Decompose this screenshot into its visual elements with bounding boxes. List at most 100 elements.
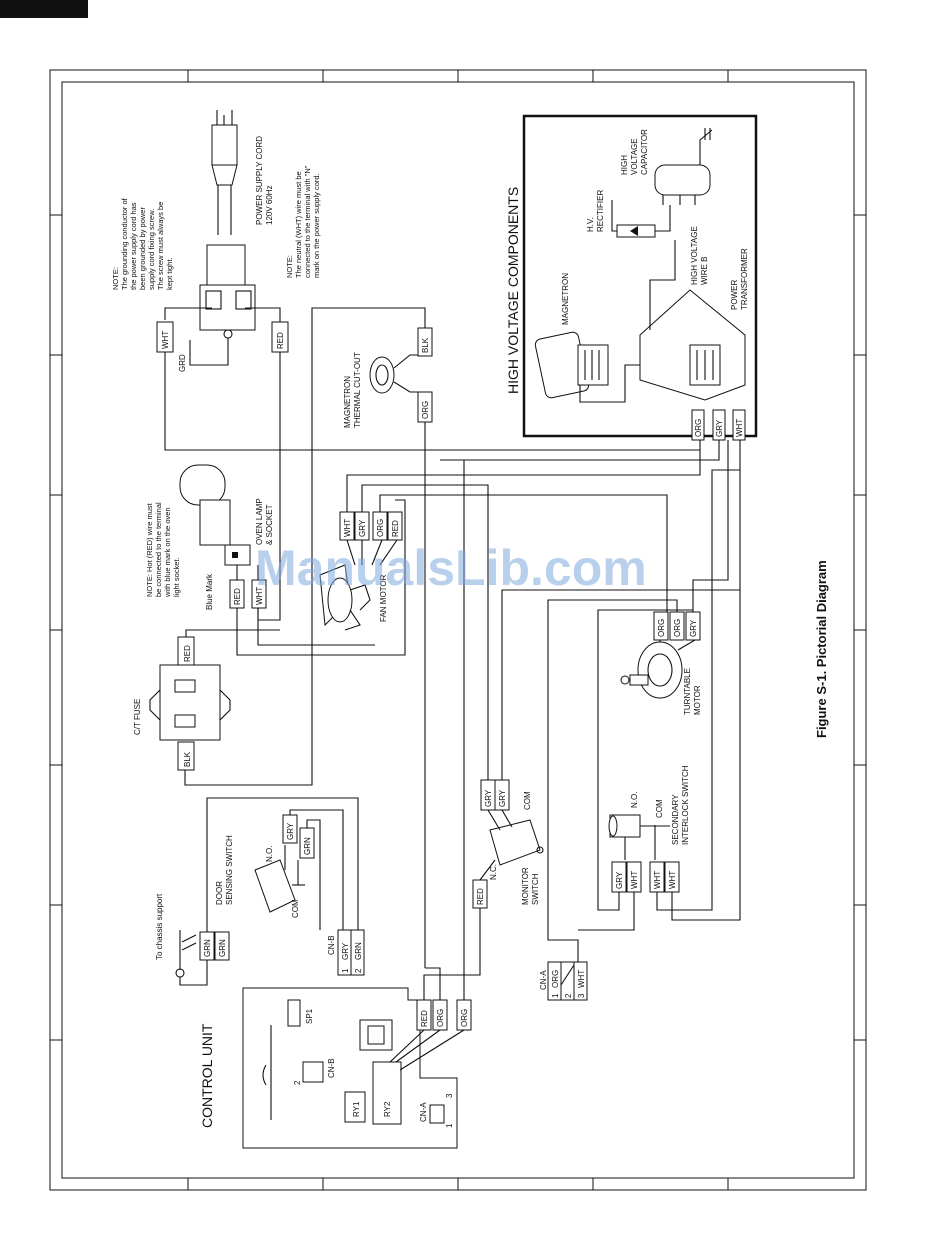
svg-text:2: 2 (293, 1080, 302, 1085)
hv-gry-wire (440, 440, 720, 461)
fan-wht-wire (346, 450, 701, 512)
secondary-no-label: N.O. (630, 792, 639, 808)
power-transformer-label-1: POWER (730, 280, 739, 310)
door-switch-label-2: SENSING SWITCH (225, 835, 234, 905)
svg-text:WHT: WHT (343, 519, 352, 537)
oven-lamp-drawing (179, 464, 259, 580)
secondary-switch-drawing (608, 814, 670, 860)
thermal-cutout-label-2: THERMAL CUT-OUT (353, 352, 362, 428)
svg-text:3: 3 (577, 993, 586, 998)
svg-text:WHT: WHT (255, 587, 264, 605)
fan-org-wire (379, 494, 668, 615)
svg-text:supply cord fixing screw.: supply cord fixing screw. (147, 209, 156, 290)
svg-text:CN-B: CN-B (327, 935, 336, 955)
svg-text:been grounded by power: been grounded by power (138, 207, 147, 290)
svg-text:GRN: GRN (303, 837, 312, 855)
watermark: ManualsLib.com (255, 540, 647, 596)
hot-note: NOTE: Hot (RED) wire must be connected t… (145, 502, 181, 598)
svg-text:ORG: ORG (376, 519, 385, 537)
cn-a-connector: CN-A 1 ORG 2 3 WHT (539, 961, 588, 1001)
fan-tags: WHT GRY ORG RED (339, 511, 403, 541)
svg-text:GRY: GRY (615, 871, 624, 889)
ct-fuse-drawing (149, 664, 231, 741)
hv-capacitor-label-1: HIGH (620, 155, 629, 175)
svg-text:The screw must always be: The screw must always be (156, 202, 165, 290)
fuse-tags: RED BLK (177, 636, 195, 771)
svg-text:BLK: BLK (421, 337, 430, 353)
hv-wire-label-2: WIRE B (700, 257, 709, 285)
monitor-switch-label-2: SWITCH (531, 873, 540, 905)
svg-text:ORG: ORG (436, 1009, 445, 1027)
svg-text:CN-A: CN-A (539, 970, 548, 990)
hv-capacitor-label-3: CAPACITOR (640, 129, 649, 175)
svg-text:ORG: ORG (657, 619, 666, 637)
power-transformer-label-2: TRANSFORMER (740, 248, 749, 310)
hv-wire-label-1: HIGH VOLTAGE (690, 226, 699, 285)
door-com-label: COM (291, 899, 300, 918)
control-unit-board (242, 987, 458, 1149)
svg-text:GRY: GRY (341, 942, 350, 960)
chassis-tags: GRN GRN (199, 931, 230, 961)
blk-wire (184, 307, 426, 786)
fan-motor-drawing (319, 539, 398, 631)
svg-text:GRY: GRY (286, 822, 295, 840)
fan-motor-label: FAN MOTOR (379, 574, 388, 622)
svg-text:NOTE: Hot (RED) wire must: NOTE: Hot (RED) wire must (145, 502, 154, 597)
svg-text:the power supply cord has: the power supply cord has (129, 202, 138, 290)
fuse-red-wire (185, 629, 280, 637)
svg-text:GRY: GRY (715, 419, 724, 437)
monitor-switch-label-1: MONITOR (521, 867, 530, 905)
svg-text:ORG: ORG (673, 619, 682, 637)
svg-text:GRN: GRN (203, 939, 212, 957)
page-corner-tab (0, 0, 88, 18)
svg-text:WHT: WHT (653, 871, 662, 889)
ry2-red-lead (389, 1029, 425, 1063)
door-switch-label-1: DOOR (215, 881, 224, 905)
thermal-cutout-drawing (369, 354, 425, 394)
svg-text:ORG: ORG (460, 1009, 469, 1027)
svg-text:RED: RED (276, 332, 285, 349)
secondary-switch-label-1: SECONDARY (671, 794, 680, 845)
thermal-cutout-tags: BLK ORG (417, 327, 433, 423)
svg-text:GRN: GRN (218, 939, 227, 957)
secondary-switch-label-2: INTERLOCK SWITCH (681, 765, 690, 845)
neutral-note: NOTE: The neutral (WHT) wire must be con… (285, 165, 321, 278)
frame-ticks (50, 70, 866, 1190)
hv-wht-wire (501, 440, 741, 780)
ctrl-org-wire-2 (440, 459, 465, 1000)
svg-text:RED: RED (233, 588, 242, 605)
svg-text:ORG: ORG (694, 419, 703, 437)
svg-text:ORG: ORG (421, 401, 430, 419)
ry2-org-lead-2 (399, 1029, 465, 1071)
svg-text:mark on the power supply cord.: mark on the power supply cord. (312, 173, 321, 278)
secondary-tags: GRY WHT WHT WHT (611, 861, 680, 893)
power-cord-label: POWER SUPPLY CORD (255, 136, 264, 225)
power-cord-drawing (199, 110, 256, 339)
oven-lamp-label-1: OVEN LAMP (255, 498, 264, 545)
svg-text:GRY: GRY (498, 789, 507, 807)
svg-text:with blue mark on the oven: with blue mark on the oven (163, 507, 172, 598)
door-tags: GRY GRN (282, 814, 315, 859)
power-transformer-drawing (639, 240, 746, 401)
control-unit-parts: SP1 2 CN-B RY1 RY2 CN-A 1 3 (262, 999, 454, 1128)
ry2-org-lead (395, 1029, 441, 1063)
svg-text:1: 1 (551, 993, 560, 998)
svg-text:1: 1 (445, 1123, 454, 1128)
grd-label: GRD (178, 354, 187, 372)
cord-wht-lead (164, 307, 212, 320)
cn-b-connector: CN-B 1 GRY 2 GRN (327, 929, 365, 976)
svg-text:BLK: BLK (183, 751, 192, 767)
high-voltage-box (522, 114, 758, 438)
turntable-label-2: MOTOR (693, 685, 702, 715)
monitor-com-label: COM (523, 791, 532, 810)
svg-text:CN-A: CN-A (419, 1102, 428, 1122)
door-outer-wire (206, 797, 359, 932)
cord-red-lead (245, 307, 281, 322)
door-no-label: N.O. (265, 846, 274, 862)
magnetron-label: MAGNETRON (561, 273, 570, 325)
svg-text:WHT: WHT (161, 331, 170, 349)
svg-text:WHT: WHT (668, 871, 677, 889)
secondary-wht-wire-1 (578, 892, 635, 931)
turntable-label-1: TURNTABLE (683, 668, 692, 715)
